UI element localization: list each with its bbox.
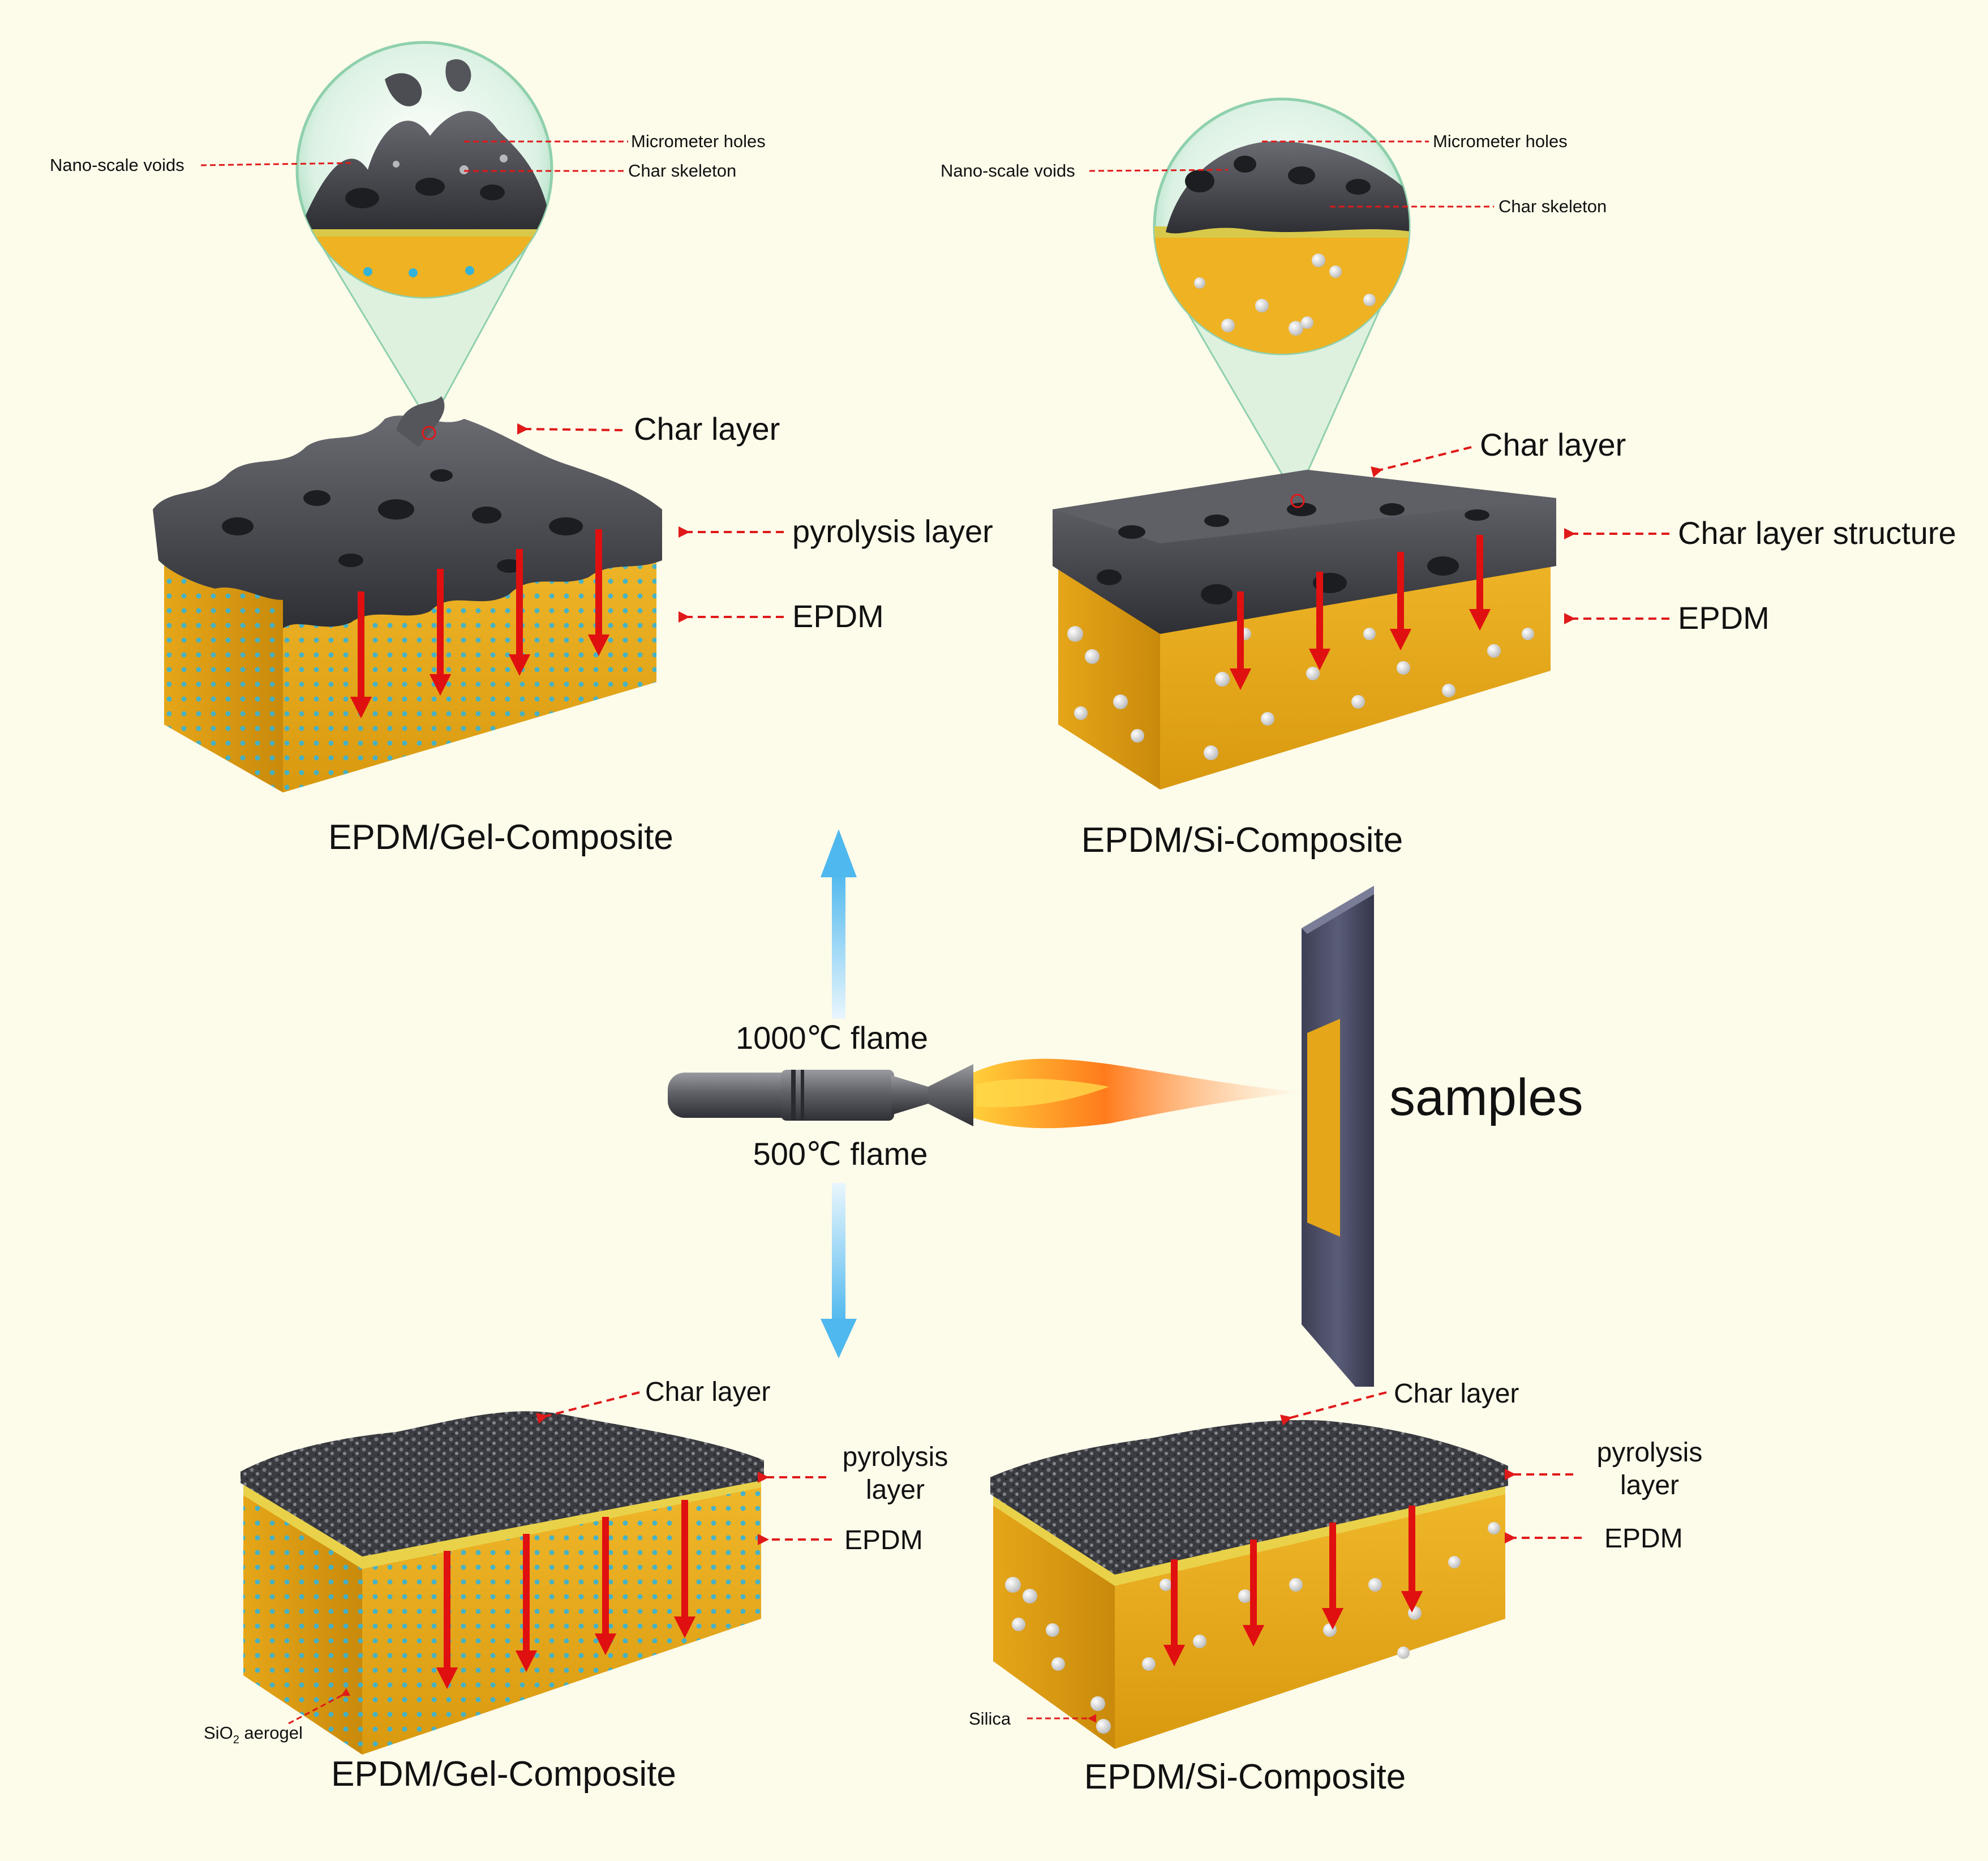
tl-heat-arrows xyxy=(350,529,610,719)
br-block xyxy=(990,1420,1508,1749)
bl-char-top xyxy=(241,1411,764,1556)
br-title: EPDM/Si-Composite xyxy=(1084,1757,1406,1796)
bl-pyrolysis-line1: pyrolysis xyxy=(843,1442,948,1472)
tl-pyrolysis-layer-label: pyrolysis layer xyxy=(792,513,993,549)
flame-low-label: 500℃ flame xyxy=(753,1136,928,1172)
temperature-arrows xyxy=(821,829,857,1358)
center-panel: 1000℃ flame 500℃ flame samples xyxy=(668,829,1583,1387)
bl-block xyxy=(241,1411,764,1755)
tr-nano-voids-label: Nano-scale voids xyxy=(941,161,1075,181)
tl-char-skeleton-label: Char skeleton xyxy=(628,161,736,181)
tr-epdm-label: EPDM xyxy=(1678,600,1770,636)
br-silica-label: Silica xyxy=(969,1709,1011,1729)
br-heat-arrows xyxy=(1163,1506,1423,1667)
tl-epdm-label: EPDM xyxy=(792,598,884,634)
br-silica-balls xyxy=(1005,1522,1500,1734)
bl-heat-arrows xyxy=(436,1500,696,1690)
top-left-panel: Nano-scale voids Micrometer holes Char s… xyxy=(50,41,993,857)
br-char-top xyxy=(990,1420,1508,1575)
tr-micrometer-holes-label: Micrometer holes xyxy=(1433,131,1568,151)
bl-title: EPDM/Gel-Composite xyxy=(331,1755,676,1794)
tl-block xyxy=(153,396,662,792)
tr-block xyxy=(1053,470,1556,790)
tl-char-top xyxy=(153,415,662,628)
br-pyrolysis-line2: layer xyxy=(1620,1470,1679,1500)
tr-title: EPDM/Si-Composite xyxy=(1081,821,1403,860)
bl-aerogel-label: SiO2 aerogel xyxy=(204,1723,303,1746)
flame-torch xyxy=(668,1064,973,1126)
tl-nano-voids-label: Nano-scale voids xyxy=(50,155,184,175)
tl-title: EPDM/Gel-Composite xyxy=(328,818,673,857)
top-right-panel: Nano-scale voids Micrometer holes Char s… xyxy=(941,97,1956,860)
br-char-layer-label: Char layer xyxy=(1394,1379,1519,1409)
bl-char-layer-label: Char layer xyxy=(645,1377,770,1407)
br-pyrolysis-line1: pyrolysis xyxy=(1597,1438,1703,1468)
tr-char-layer-label: Char layer xyxy=(1480,427,1626,462)
bl-pyrolysis-line2: layer xyxy=(866,1475,925,1505)
flame xyxy=(973,1058,1302,1129)
tl-char-layer-label: Char layer xyxy=(634,411,780,447)
tl-micrometer-holes-label: Micrometer holes xyxy=(631,131,766,151)
tr-char-layer-structure-label: Char layer structure xyxy=(1678,515,1956,551)
sample-plate xyxy=(1302,886,1374,1387)
tr-heat-arrows xyxy=(1229,535,1491,691)
bottom-right-panel: Char layer pyrolysis layer EPDM Silica E… xyxy=(969,1379,1702,1796)
samples-label: samples xyxy=(1389,1069,1583,1126)
bottom-left-panel: Char layer pyrolysis layer EPDM SiO2 aer… xyxy=(204,1377,948,1794)
bl-epdm-label: EPDM xyxy=(844,1525,923,1555)
zoom-bubble xyxy=(295,41,553,299)
br-epdm-label: EPDM xyxy=(1604,1524,1683,1554)
zoom-bubble-right xyxy=(1153,97,1411,355)
tr-char-skeleton-label: Char skeleton xyxy=(1498,196,1607,216)
flame-high-label: 1000℃ flame xyxy=(736,1020,928,1056)
